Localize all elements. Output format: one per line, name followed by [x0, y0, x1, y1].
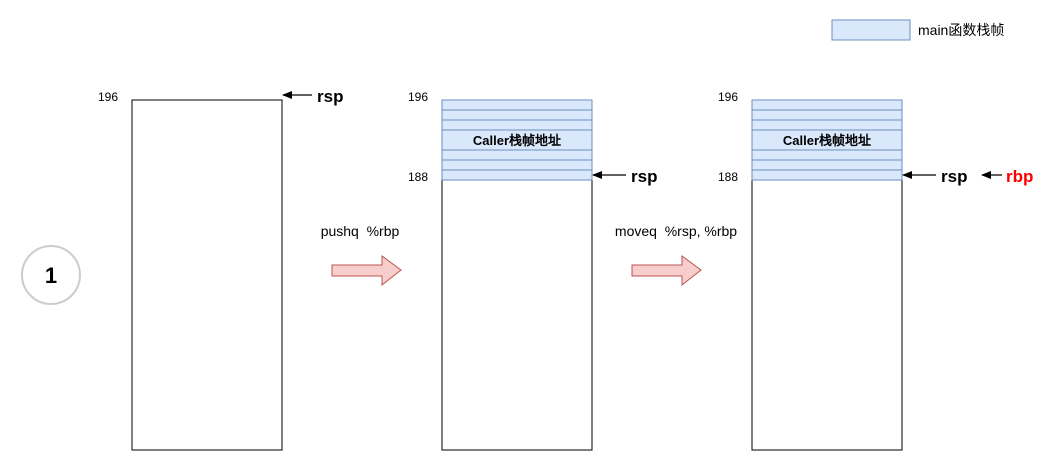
transition-arrow — [631, 255, 702, 287]
step-badge: 1 — [21, 245, 81, 305]
stack-pointer-address: 188 — [408, 170, 428, 184]
legend-label: main函数栈帧 — [918, 22, 1004, 38]
caller-frame-label: Caller栈帧地址 — [473, 133, 561, 148]
transition-arrow — [331, 255, 402, 287]
rsp-pointer-label: rsp — [317, 87, 343, 106]
rsp-pointer-label: rsp — [631, 167, 657, 186]
caller-frame-block — [751, 99, 903, 181]
transition-2: moveq %rsp, %rbp — [615, 223, 737, 287]
caller-frame-lines — [442, 109, 592, 171]
instruction-label: moveq %rsp, %rbp — [615, 223, 737, 239]
stack-stage-1: 196 rsp — [98, 87, 343, 451]
legend: main函数栈帧 — [831, 19, 1004, 41]
instruction-label: pushq %rbp — [321, 223, 400, 239]
stack-box — [131, 99, 283, 451]
stack-top-address: 196 — [98, 90, 118, 104]
rbp-pointer-label: rbp — [1006, 167, 1033, 186]
stack-stage-3: 196 Caller栈帧地址 188 rsp rbp — [718, 90, 1033, 451]
stack-pointer-address: 188 — [718, 170, 738, 184]
rsp-pointer-label: rsp — [941, 167, 967, 186]
caller-frame-label: Caller栈帧地址 — [783, 133, 871, 148]
caller-frame-block — [441, 99, 593, 181]
caller-frame-lines — [752, 109, 902, 171]
stack-top-address: 196 — [408, 90, 428, 104]
stack-stage-2: 196 Caller栈帧地址 188 rsp — [408, 90, 657, 451]
step-badge-number: 1 — [45, 263, 57, 288]
legend-swatch — [831, 19, 911, 41]
step-badge-circle — [21, 245, 81, 305]
stack-top-address: 196 — [718, 90, 738, 104]
transition-1: pushq %rbp — [321, 223, 402, 287]
